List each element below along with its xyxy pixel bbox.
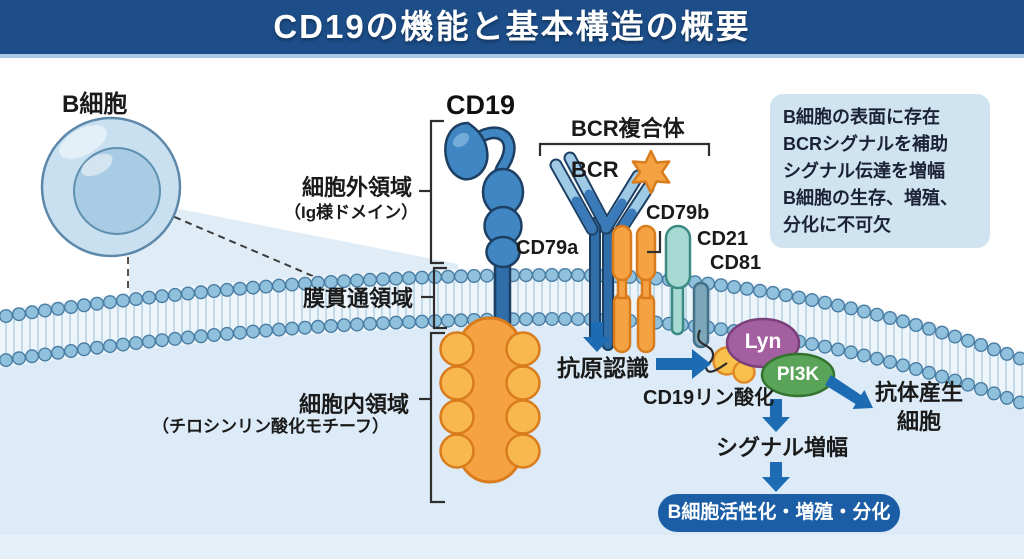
- info-line: シグナル伝達を増幅: [783, 161, 945, 181]
- intracellular-region-label: 細胞内領域: [299, 392, 410, 417]
- region-brackets: [419, 119, 711, 504]
- info-box: B細胞の表面に存在 BCRシグナルを補助 シグナル伝達を増幅 B細胞の生存、増殖…: [770, 94, 990, 248]
- info-line: B細胞の表面に存在: [783, 107, 940, 127]
- bcr-label: BCR: [571, 157, 619, 182]
- phosphorylation-site: [697, 329, 756, 384]
- arrow-diag-antibody: [825, 375, 873, 409]
- arrow-right-phospho: [656, 349, 711, 379]
- cd19-protein: [439, 121, 541, 484]
- cd19-phosphorylation-label: CD19リン酸化: [643, 387, 775, 409]
- b-cell-illustration: [40, 116, 182, 258]
- bcr-antibody: [549, 149, 671, 351]
- antigen-recognition-label: 抗原認識: [557, 355, 649, 381]
- pathway-arrows: [583, 322, 873, 492]
- pi3k-label: PI3K: [776, 364, 820, 385]
- info-line: BCRシグナルを補助: [783, 134, 948, 154]
- cd21-protein: [664, 224, 692, 336]
- intracellular-region-sublabel: （チロシンリン酸化モチーフ）: [152, 417, 389, 436]
- extracellular-region-sublabel: （Ig様ドメイン）: [284, 203, 419, 222]
- cd79-proteins: [611, 224, 657, 354]
- cd21-label: CD21: [697, 228, 749, 250]
- extracellular-region-label: 細胞外領域: [302, 175, 413, 200]
- page-title: CD19の機能と基本構造の概要: [273, 8, 751, 45]
- antibody-producing-cells-line2: 細胞: [896, 409, 941, 434]
- bcr-complex-label: BCR複合体: [571, 116, 685, 141]
- cd81-label: CD81: [710, 252, 762, 274]
- info-line: B細胞の生存、増殖、: [783, 188, 958, 208]
- cd81-protein: [692, 281, 710, 349]
- cd79a-label: CD79a: [516, 237, 579, 259]
- cd79b-label: CD79b: [646, 202, 710, 224]
- info-line: 分化に不可欠: [783, 215, 891, 235]
- signal-amplification-label: シグナル増幅: [716, 435, 849, 460]
- antibody-producing-cells-line1: 抗体産生: [874, 380, 963, 405]
- cd19-label: CD19: [446, 90, 516, 120]
- transmembrane-region-label: 膜貫通領域: [303, 286, 414, 311]
- lyn-label: Lyn: [744, 330, 782, 353]
- arrow-down-signal: [762, 399, 790, 432]
- lyn-kinase: [725, 317, 801, 369]
- title-bar: CD19の機能と基本構造の概要: [0, 0, 1024, 58]
- phospho-motif-beads: [439, 331, 541, 469]
- antigen-star: [631, 149, 671, 195]
- b-cell-label: B細胞: [62, 91, 128, 118]
- arrow-down-outcome: [762, 462, 790, 492]
- pi3k-kinase: [760, 352, 836, 398]
- outcome-pill: B細胞活性化・増殖・分化: [658, 494, 900, 532]
- antibody-producing-cells-label: 抗体産生 細胞: [857, 378, 981, 436]
- arrow-down-antigen: [583, 322, 611, 352]
